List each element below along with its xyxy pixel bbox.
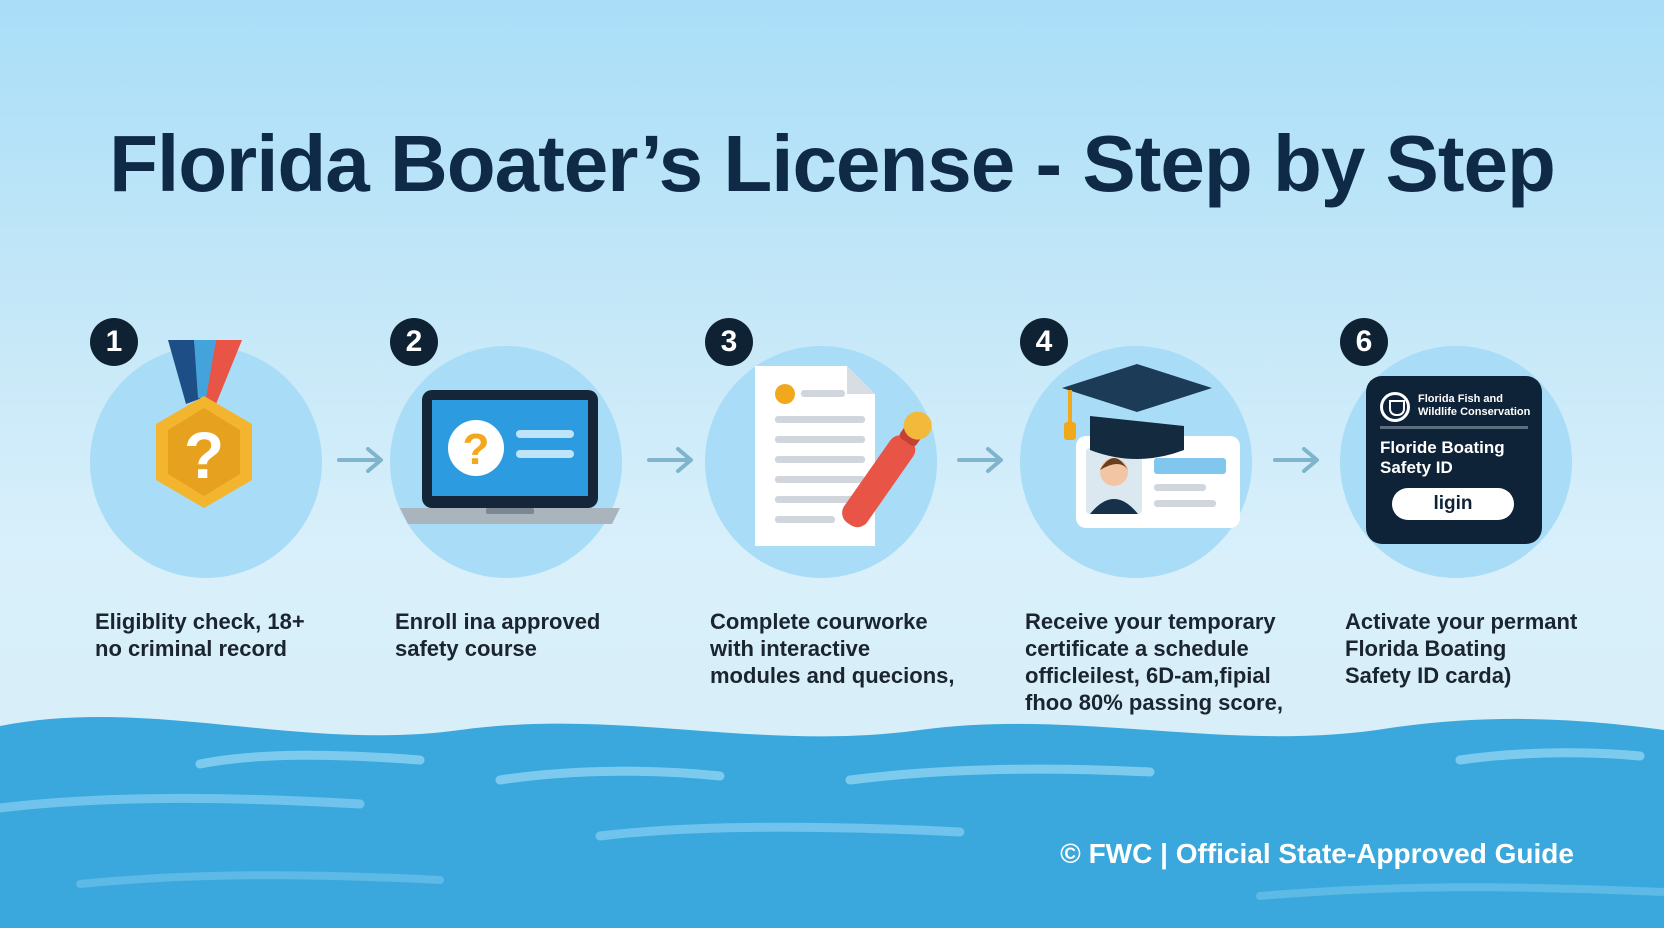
graduation-cap-id-icon bbox=[1062, 364, 1240, 528]
card-org-name: Florida Fish and Wildlife Conservation bbox=[1418, 393, 1531, 418]
step-4-number: 4 bbox=[1020, 318, 1068, 366]
step-3: 3 Complete courworke with interactive mo… bbox=[705, 318, 965, 718]
water-waves bbox=[0, 716, 1664, 928]
id-card-icon: Florida Fish and Wildlife Conservation F… bbox=[1366, 376, 1542, 544]
arrow-right-icon bbox=[337, 447, 383, 473]
step-6: Florida Fish and Wildlife Conservation F… bbox=[1340, 318, 1600, 718]
step-4: 4 Receive your temporary certificate a s… bbox=[1020, 318, 1283, 718]
step-3-description: Complete courworke with interactive modu… bbox=[710, 609, 955, 688]
svg-text:?: ? bbox=[463, 425, 490, 474]
laptop-question-icon: ? bbox=[400, 390, 620, 524]
login-button[interactable]: ligin bbox=[1392, 488, 1514, 520]
step-1-number: 1 bbox=[90, 318, 138, 366]
step-2-description: Enroll ina approved safety course bbox=[395, 609, 601, 661]
medal-question-icon: ? bbox=[156, 340, 252, 508]
step-2: ? 2 Enroll ina approved safety course bbox=[390, 318, 650, 718]
fwc-seal-icon bbox=[1380, 392, 1410, 422]
step-2-number: 2 bbox=[390, 318, 438, 366]
step-1-description: Eligiblity check, 18+ no criminal record bbox=[95, 609, 305, 661]
step-3-number: 3 bbox=[705, 318, 753, 366]
step-1: ? 1 Eligiblity check, 18+ no criminal re… bbox=[90, 318, 350, 718]
arrow-right-icon bbox=[1273, 447, 1319, 473]
arrow-right-icon bbox=[957, 447, 1003, 473]
page-title: Florida Boater’s License - Step by Step bbox=[109, 119, 1556, 208]
document-pen-icon bbox=[755, 366, 932, 546]
step-4-description: Receive your temporary certificate a sch… bbox=[1025, 609, 1283, 715]
card-heading: Floride Boating Safety ID bbox=[1380, 438, 1505, 477]
svg-text:?: ? bbox=[184, 418, 224, 492]
card-divider bbox=[1380, 426, 1528, 429]
arrow-right-icon bbox=[647, 447, 693, 473]
step-6-number: 6 bbox=[1340, 318, 1388, 366]
step-6-description: Activate your permant Florida Boating Sa… bbox=[1345, 609, 1578, 688]
footer-credit: © FWC | Official State-Approved Guide bbox=[1060, 838, 1574, 869]
